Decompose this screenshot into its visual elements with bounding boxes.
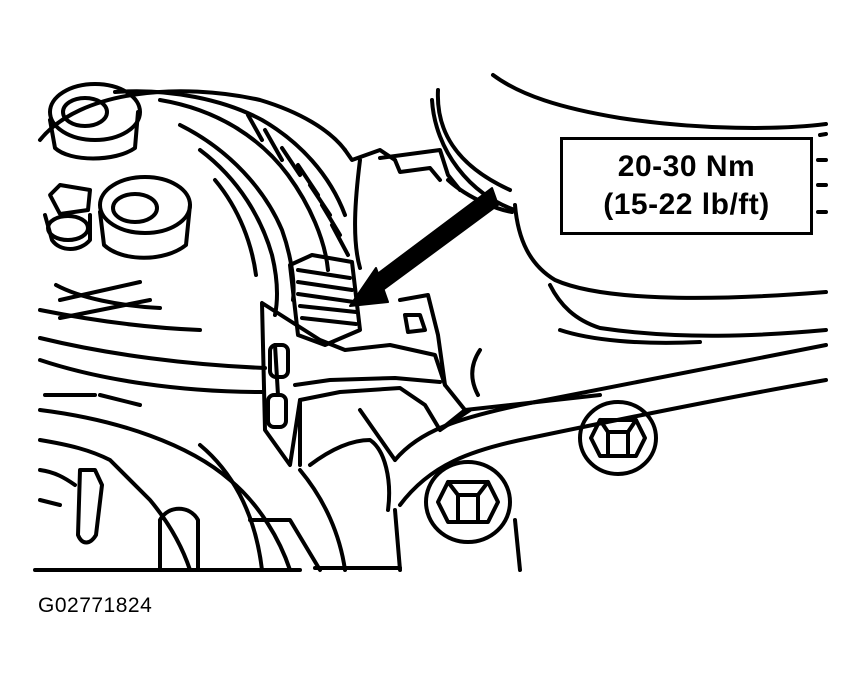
torque-metric-label: 20-30 Nm [617, 150, 756, 183]
torque-spec-callout: 20-30 Nm (15-22 lb/ft) [560, 137, 813, 235]
frame-rail [358, 343, 828, 572]
figure-id-label: G02771824 [38, 594, 153, 617]
threaded-stud [288, 148, 462, 347]
torque-imperial-label: (15-22 lb/ft) [603, 188, 770, 221]
left-bushings [43, 82, 192, 260]
floor-lines [470, 328, 702, 572]
lower-structure [33, 393, 402, 572]
arrow-pointer-icon [349, 187, 499, 307]
hex-bolt-icon [424, 400, 658, 544]
